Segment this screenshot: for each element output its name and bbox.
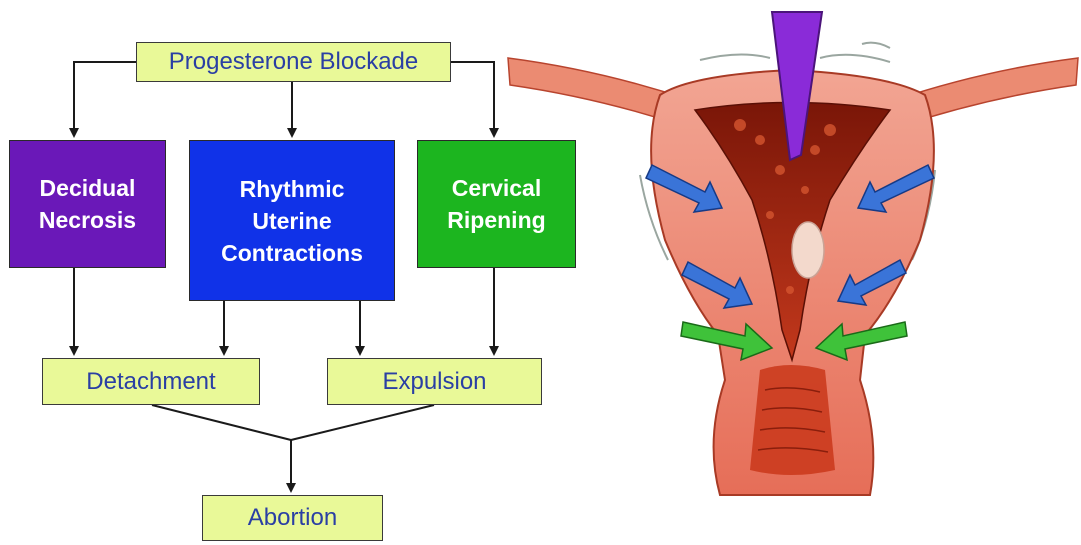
connector-detachment-merge (152, 405, 291, 440)
connector-expulsion-merge (291, 405, 434, 440)
abortion-box: Abortion (202, 495, 383, 541)
detachment-label: Detachment (86, 368, 215, 396)
gestational-sac (792, 222, 824, 278)
connector-to-cervical (451, 62, 494, 136)
detachment-box: Detachment (42, 358, 260, 405)
progesterone-blockade-label: Progesterone Blockade (169, 48, 419, 76)
connector-to-decidual (74, 62, 136, 136)
progesterone-blockade-box: Progesterone Blockade (136, 42, 451, 82)
expulsion-label: Expulsion (382, 368, 486, 396)
decidual-necrosis-box: Decidual Necrosis (9, 140, 166, 268)
rhythmic-contractions-box: Rhythmic Uterine Contractions (189, 140, 395, 301)
decidual-necrosis-label: Decidual Necrosis (39, 172, 136, 236)
rhythmic-contractions-label: Rhythmic Uterine Contractions (221, 173, 363, 269)
uterus-illustration (500, 0, 1081, 545)
abortion-label: Abortion (248, 504, 337, 532)
cervical-canal (750, 365, 835, 475)
